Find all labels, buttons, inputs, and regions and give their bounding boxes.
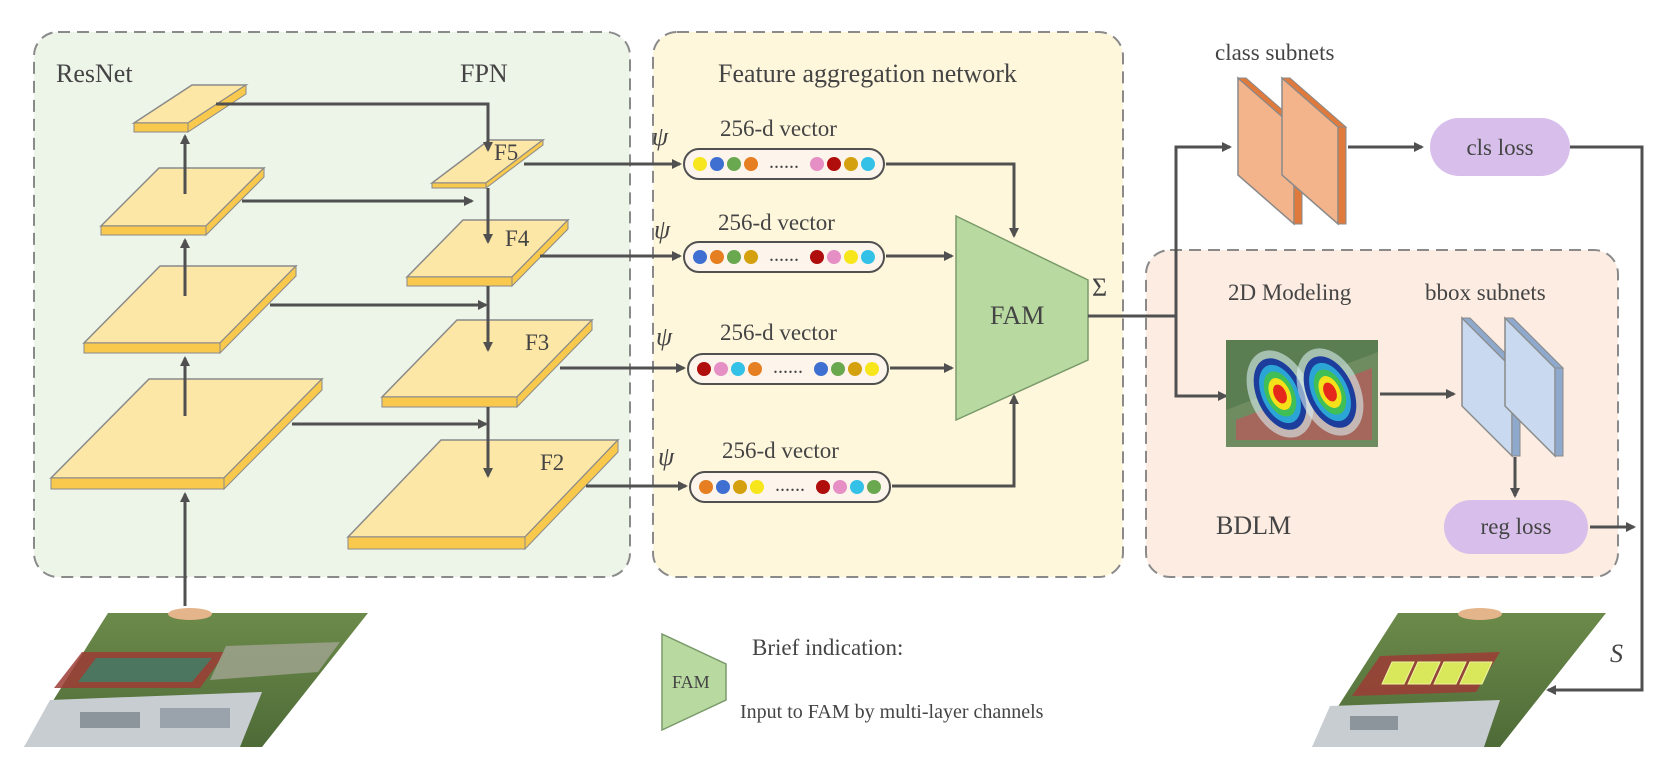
fam-block: [955, 214, 1089, 422]
vector-to-fam-arrows: [886, 162, 1019, 488]
vector-capsule-f3: ......: [687, 353, 889, 385]
vector-ellipsis: ......: [769, 151, 799, 173]
resnet-label: ResNet: [56, 59, 133, 88]
fpn-label: FPN: [460, 59, 508, 88]
fpn-plate-f3: [380, 318, 594, 409]
vector-ellipsis: ......: [769, 244, 799, 266]
vector-element-dot: [867, 480, 881, 494]
vector-capsule-outline: [683, 241, 885, 273]
resnet-plate-3: [82, 264, 298, 355]
bbox-subnet-2: [1503, 316, 1565, 458]
output-aerial-image: [1312, 608, 1606, 747]
vector-element-dot: [748, 362, 762, 376]
reg-loss-label: reg loss: [1481, 514, 1552, 539]
vector-element-dot: [697, 362, 711, 376]
vector-element-dot: [833, 480, 847, 494]
fam-label: FAM: [990, 301, 1044, 330]
vector-element-dot: [861, 157, 875, 171]
fam-output-arrows: [1088, 142, 1232, 401]
vector-element-dot: [693, 250, 707, 264]
vector-element-dot: [814, 362, 828, 376]
loss-output-arrows: [1546, 145, 1644, 695]
vector-element-dot: [850, 480, 864, 494]
vector-capsule-outline: [687, 353, 889, 385]
class-subnet-2: [1280, 76, 1348, 226]
vector-label-f4: 256-d vector: [718, 210, 835, 235]
vector-element-dot: [844, 157, 858, 171]
legend-fam-icon: [661, 632, 727, 732]
input-aerial-image: [24, 608, 368, 747]
fpn-level-f4: F4: [505, 226, 530, 251]
gaussian-heatmap-image: [1226, 340, 1378, 447]
vector-capsule-f5: ......: [683, 148, 885, 180]
vector-element-dot: [727, 250, 741, 264]
fpn-level-f5: F5: [494, 140, 518, 165]
backbone-arrows: [180, 102, 688, 606]
bdlm-region: [1145, 249, 1619, 578]
vector-element-dot: [731, 362, 745, 376]
vector-element-dot: [827, 157, 841, 171]
vector-capsule-f4: ......: [683, 241, 885, 273]
vector-element-dot: [710, 157, 724, 171]
fpn-level-f3: F3: [525, 330, 549, 355]
fpn-plate-f5: [429, 138, 546, 190]
legend: FAM Brief indication: Input to FAM by mu…: [661, 632, 1044, 732]
resnet-plate-2: [99, 166, 266, 237]
vector-element-dot: [699, 480, 713, 494]
psi-symbol-f4: ψ: [654, 215, 671, 244]
vector-element-dot: [848, 362, 862, 376]
bbox-subnets-label: bbox subnets: [1425, 280, 1546, 305]
vector-element-dot: [810, 250, 824, 264]
fpn-plate-f4: [405, 218, 570, 288]
vector-label-f3: 256-d vector: [720, 320, 837, 345]
bdlm-label: BDLM: [1216, 511, 1291, 540]
cls-loss-pill: [1430, 118, 1570, 176]
vector-ellipsis: ......: [775, 474, 805, 496]
legend-fam-label: FAM: [672, 672, 710, 692]
vector-ellipsis: ......: [773, 356, 803, 378]
vector-element-dot: [861, 250, 875, 264]
vector-element-dot: [714, 362, 728, 376]
fpn-plate-f2: [346, 438, 620, 551]
vector-element-dot: [744, 157, 758, 171]
cls-loss-label: cls loss: [1466, 135, 1533, 160]
class-subnets-label: class subnets: [1215, 40, 1335, 65]
vector-capsule-outline: [683, 148, 885, 180]
legend-title: Brief indication:: [752, 635, 903, 660]
vector-element-dot: [827, 250, 841, 264]
vector-capsule-outline: [689, 471, 891, 503]
vector-label-f2: 256-d vector: [722, 438, 839, 463]
feature-aggregation-title: Feature aggregation network: [718, 59, 1017, 88]
vector-capsule-f2: ......: [689, 471, 891, 503]
vector-element-dot: [733, 480, 747, 494]
vector-element-dot: [693, 157, 707, 171]
2d-modeling-label: 2D Modeling: [1228, 280, 1352, 305]
vector-element-dot: [865, 362, 879, 376]
vector-element-dot: [727, 157, 741, 171]
reg-loss-pill: [1444, 500, 1588, 554]
resnet-plate-4: [49, 377, 324, 491]
vector-label-f5: 256-d vector: [720, 116, 837, 141]
vector-element-dot: [831, 362, 845, 376]
vector-element-dot: [750, 480, 764, 494]
vector-element-dot: [844, 250, 858, 264]
legend-description: Input to FAM by multi-layer channels: [740, 701, 1044, 723]
vector-element-dot: [710, 250, 724, 264]
psi-symbol-f2: ψ: [658, 442, 675, 471]
psi-symbol-f3: ψ: [656, 322, 673, 351]
vector-element-dot: [716, 480, 730, 494]
psi-symbol-f5: ψ: [652, 122, 669, 151]
resnet-plate-1: [131, 84, 249, 133]
vector-element-dot: [816, 480, 830, 494]
fpn-level-f2: F2: [540, 450, 564, 475]
sigma-symbol: Σ: [1092, 273, 1107, 302]
s-symbol: S: [1610, 639, 1623, 668]
detected-court-boxes: [1381, 661, 1493, 685]
vector-element-dot: [744, 250, 758, 264]
vector-element-dot: [810, 157, 824, 171]
